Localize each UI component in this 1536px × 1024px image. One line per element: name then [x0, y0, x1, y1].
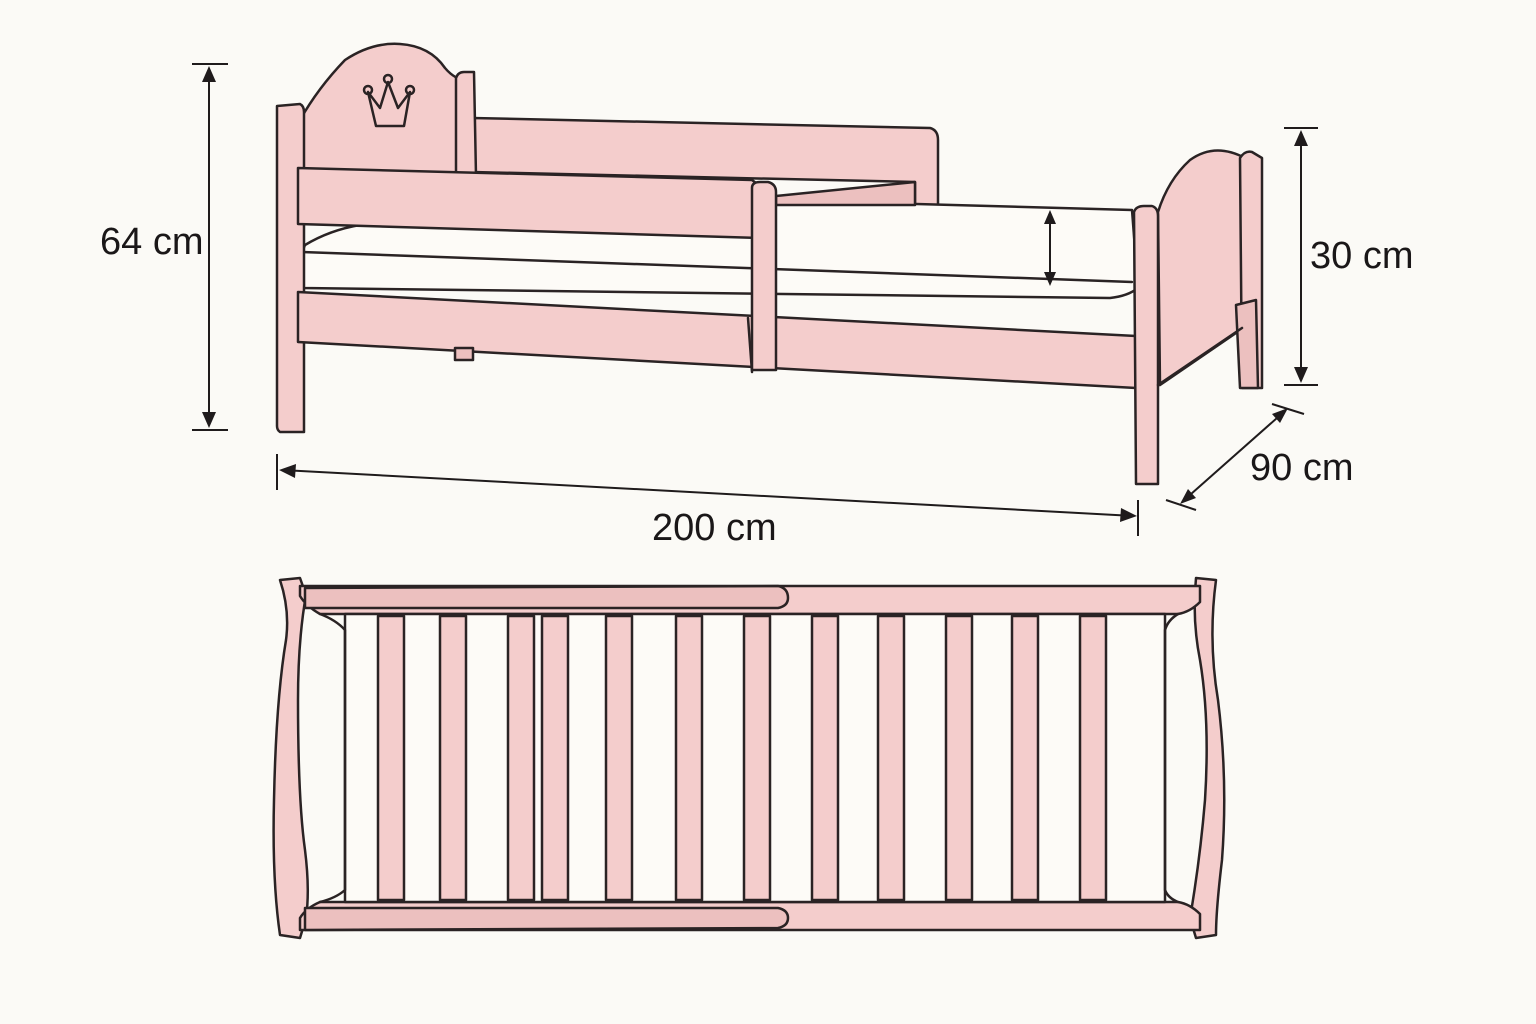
- slat: [376, 614, 406, 902]
- slat: [1010, 614, 1040, 902]
- length-dimension: 200 cm: [276, 454, 1139, 549]
- top-view-footboard: [1188, 576, 1226, 940]
- top-view-slats: [376, 614, 1108, 902]
- side-rail-lower: [296, 290, 1138, 390]
- footboard-front-post: [1132, 204, 1160, 486]
- top-view-inner-left: [318, 612, 347, 904]
- width-dimension: 90 cm: [1165, 403, 1353, 511]
- bed-top-view: [272, 576, 1226, 940]
- slat: [1078, 614, 1108, 902]
- guard-rail-extension: [774, 180, 917, 207]
- height-label: 64 cm: [100, 221, 203, 263]
- top-view-upper-guard: [303, 584, 790, 610]
- slat: [506, 614, 536, 902]
- bed-perspective-view: [275, 42, 1264, 486]
- top-view-lower-guard: [303, 906, 790, 932]
- footboard-inner-leg: [1234, 298, 1260, 390]
- slat: [944, 614, 974, 902]
- footboard-bottom-edge: [1156, 326, 1244, 387]
- guard-middle-post: [750, 180, 778, 372]
- width-label: 90 cm: [1250, 447, 1353, 489]
- frame-support-foot: [453, 346, 475, 362]
- slat: [876, 614, 906, 902]
- headboard-left-post: [275, 102, 306, 434]
- mattress-edge: [300, 250, 1134, 284]
- slat: [540, 614, 570, 902]
- slat: [438, 614, 468, 902]
- slat: [604, 614, 634, 902]
- headboard-right-post: [454, 70, 478, 178]
- top-view-inner-right: [1163, 612, 1180, 904]
- length-label: 200 cm: [652, 507, 777, 549]
- slat: [810, 614, 840, 902]
- slat: [742, 614, 772, 902]
- top-view-headboard: [272, 576, 310, 940]
- guard-height-label: 30 cm: [1310, 235, 1413, 277]
- guard-height-dimension: 30 cm: [1044, 127, 1413, 386]
- height-dimension: 64 cm: [100, 63, 228, 431]
- crown-icon: [362, 73, 416, 128]
- slat: [674, 614, 704, 902]
